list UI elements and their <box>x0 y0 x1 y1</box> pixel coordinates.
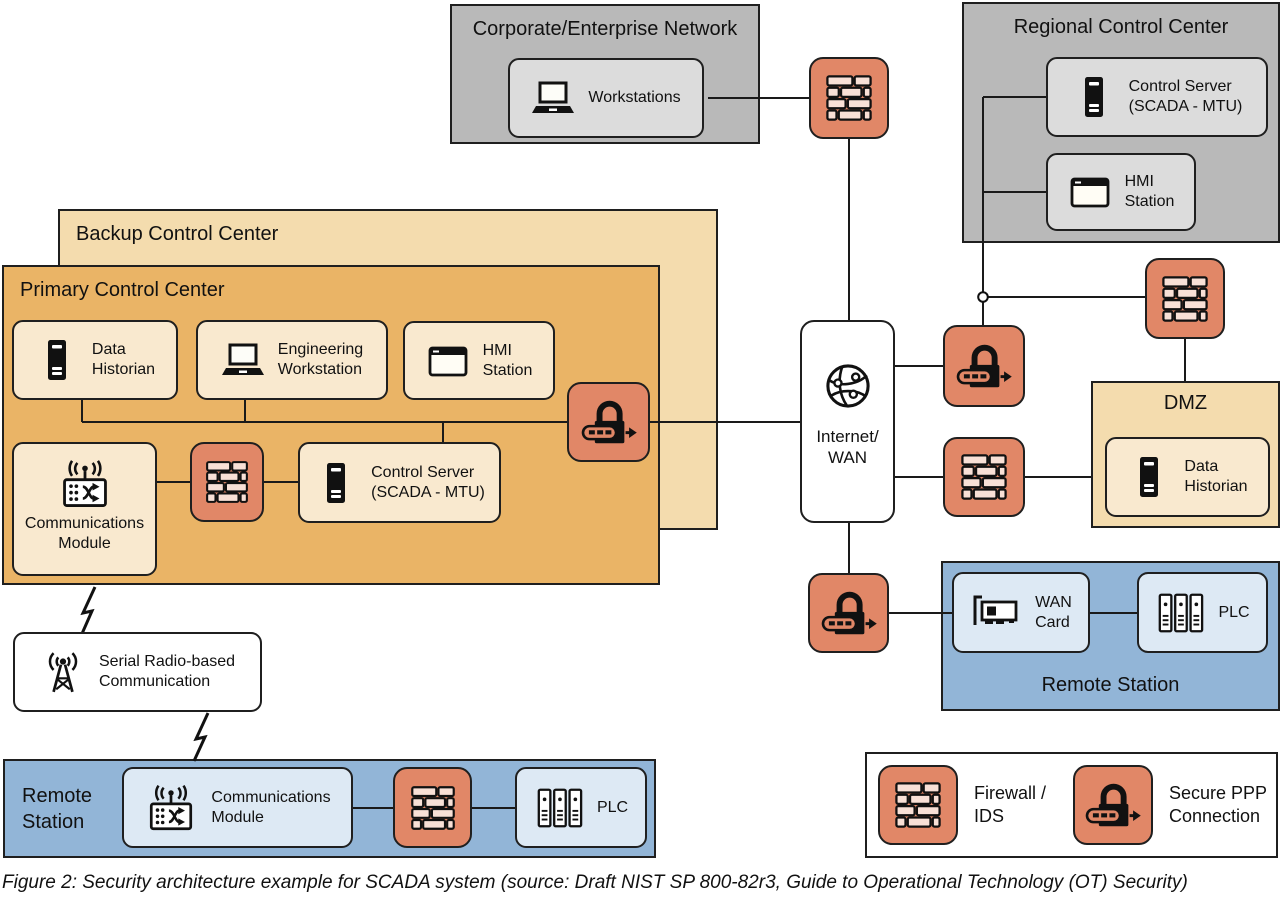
legend-item-secure-ppp: Secure PPP Connection <box>1073 765 1267 845</box>
laptop-icon <box>221 338 265 382</box>
app-window-icon <box>1068 170 1112 214</box>
laptop-icon <box>531 76 575 120</box>
node-label: Control Server (SCADA - MTU) <box>1128 78 1243 115</box>
node-remote-comm-module: Communications Module <box>122 767 353 848</box>
legend-item-firewall: Firewall / IDS <box>878 765 1046 845</box>
antenna-switch-icon <box>144 785 198 831</box>
secure-ppp-icon <box>808 573 889 653</box>
node-data-historian: Data Historian <box>12 320 178 400</box>
plc-rack-icon <box>534 786 584 830</box>
node-primary-control-server: Control Server (SCADA - MTU) <box>298 442 501 523</box>
node-plc-right: PLC <box>1137 572 1268 653</box>
node-label: Engineering Workstation <box>277 341 364 378</box>
node-wan-card: WAN Card <box>952 572 1090 653</box>
remote-station-right-title: Remote Station <box>1041 674 1180 696</box>
lightning-bolt-lower <box>192 712 210 762</box>
dmz-title: DMZ <box>1163 392 1208 414</box>
server-icon <box>35 338 79 382</box>
lightning-bolt-upper <box>79 586 97 637</box>
corporate-network-title: Corporate/Enterprise Network <box>472 18 738 40</box>
node-dmz-data-historian: Data Historian <box>1105 437 1270 517</box>
network-globe-icon <box>822 360 874 412</box>
node-label: Communications Module <box>24 515 145 552</box>
node-regional-control-server: Control Server (SCADA - MTU) <box>1046 57 1268 137</box>
legend-label-firewall: Firewall / IDS <box>974 782 1047 826</box>
node-label: Workstations <box>588 89 681 106</box>
server-icon <box>314 461 358 505</box>
node-serial-radio-communication: Serial Radio-based Communication <box>13 632 262 712</box>
firewall-icon <box>393 767 472 848</box>
app-window-icon <box>426 339 470 383</box>
node-primary-hmi-station: HMI Station <box>403 321 555 400</box>
primary-control-center-title: Primary Control Center <box>20 279 225 301</box>
node-engineering-workstation: Engineering Workstation <box>196 320 388 400</box>
remote-station-left-title: Remote Station <box>22 785 93 833</box>
node-label: Control Server (SCADA - MTU) <box>371 463 485 501</box>
node-internet-wan: Internet/ WAN <box>800 320 895 523</box>
node-regional-hmi-station: HMI Station <box>1046 153 1196 231</box>
server-icon <box>1072 75 1116 119</box>
firewall-icon <box>190 442 264 522</box>
node-primary-comm-module: Communications Module <box>12 442 157 576</box>
node-label: PLC <box>596 798 629 816</box>
backup-control-center-title: Backup Control Center <box>76 223 279 245</box>
legend-label-secure-ppp: Secure PPP Connection <box>1169 782 1268 826</box>
junction-dot <box>977 291 989 303</box>
node-label: HMI Station <box>1124 173 1175 210</box>
firewall-icon <box>1145 258 1225 339</box>
node-label: Data Historian <box>91 341 156 378</box>
firewall-icon <box>943 437 1025 517</box>
secure-ppp-icon <box>567 382 650 462</box>
node-label: Serial Radio-based Communication <box>98 653 236 690</box>
regional-control-center-title: Regional Control Center <box>1013 16 1229 38</box>
node-label: HMI Station <box>482 341 533 379</box>
node-workstations: Workstations <box>508 58 704 138</box>
node-label: Data Historian <box>1184 458 1248 495</box>
radio-tower-icon <box>40 649 86 695</box>
network-card-icon <box>970 593 1022 633</box>
server-icon <box>1127 455 1171 499</box>
node-plc-left: PLC <box>515 767 647 848</box>
firewall-icon <box>809 57 889 139</box>
node-label: PLC <box>1218 603 1250 621</box>
node-label: Internet/ WAN <box>816 427 879 468</box>
plc-rack-icon <box>1155 591 1205 635</box>
node-label: WAN Card <box>1035 593 1072 631</box>
secure-ppp-icon <box>1073 765 1153 845</box>
node-label: Communications Module <box>211 788 331 826</box>
secure-ppp-icon <box>943 325 1025 407</box>
antenna-switch-icon <box>57 460 113 508</box>
figure-caption: Figure 2: Security architecture example … <box>2 872 1188 893</box>
firewall-icon <box>878 765 958 845</box>
